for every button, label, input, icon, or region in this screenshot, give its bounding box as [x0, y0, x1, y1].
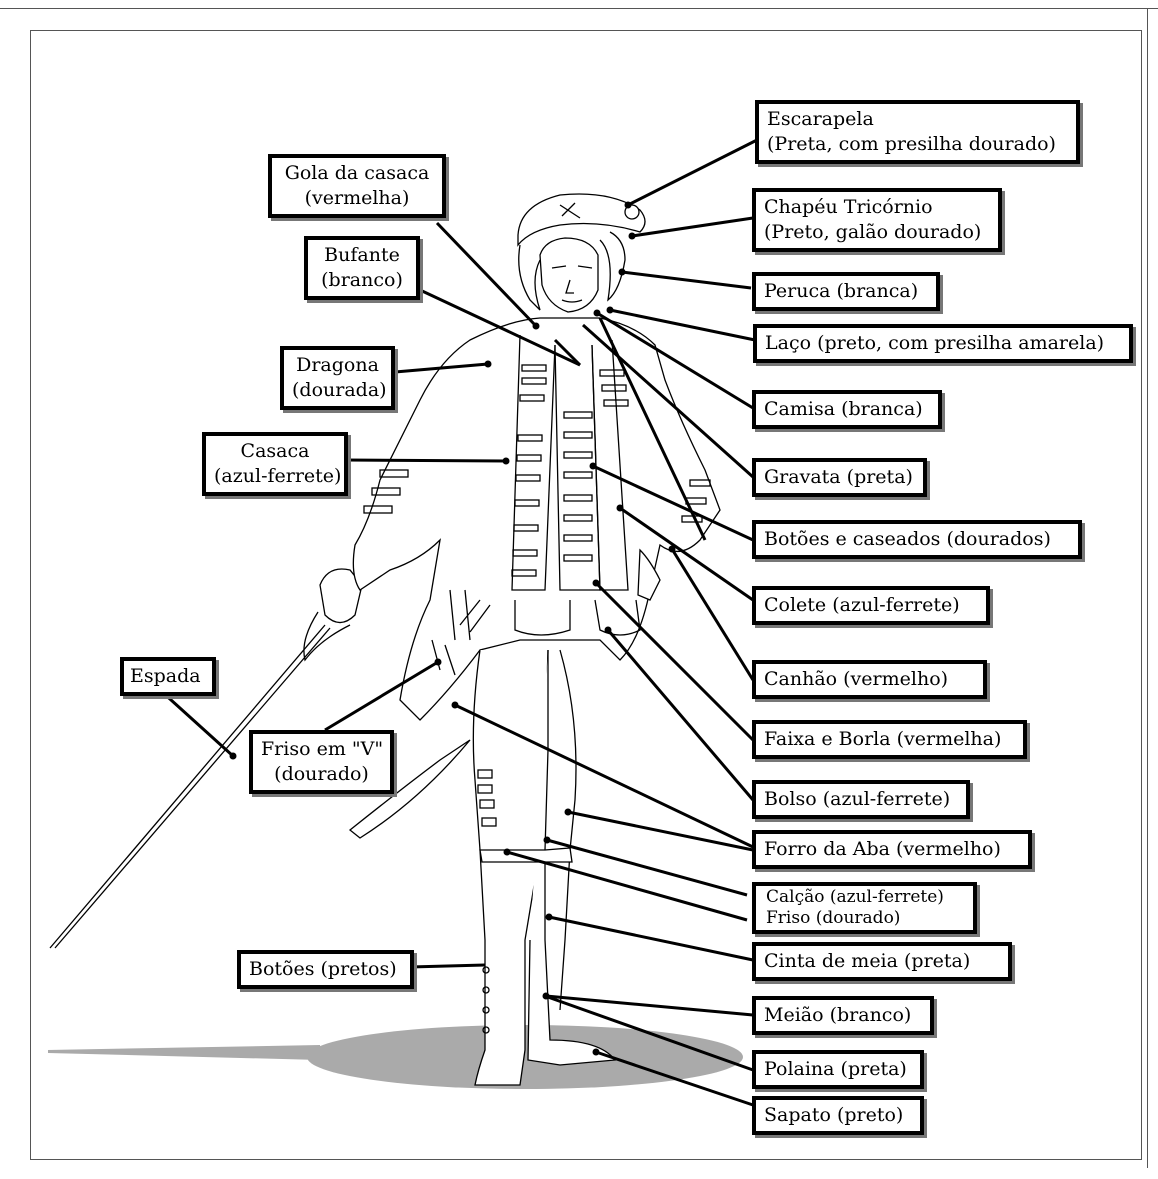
- label-dragona-line2: (dourada): [292, 379, 387, 401]
- label-friso-v-line2: (dourado): [274, 763, 369, 785]
- label-bolso-line1: Bolso (azul-ferrete): [764, 788, 951, 810]
- label-sapato: Sapato (preto): [752, 1096, 924, 1135]
- label-botoes-caseados: Botões e caseados (dourados): [752, 520, 1082, 559]
- label-calcao-friso: Calção (azul-ferrete) Friso (dourado): [752, 882, 977, 934]
- label-camisa-line1: Camisa (branca): [764, 398, 923, 420]
- label-polaina: Polaina (preta): [752, 1050, 924, 1089]
- label-escarapela-line1: Escarapela: [767, 108, 874, 130]
- label-espada: Espada: [120, 657, 216, 696]
- label-canhao-line1: Canhão (vermelho): [764, 668, 949, 690]
- label-gola-casaca: Gola da casaca (vermelha): [268, 154, 446, 218]
- label-dragona: Dragona (dourada): [280, 346, 395, 410]
- label-forro-line1: Forro da Aba (vermelho): [764, 838, 1001, 860]
- label-laco: Laço (preto, com presilha amarela): [753, 324, 1133, 363]
- label-chapeu-line1: Chapéu Tricórnio: [764, 196, 933, 218]
- frame-top-line: [0, 8, 1158, 9]
- label-botoes-pretos: Botões (pretos): [237, 950, 414, 989]
- label-dragona-line1: Dragona: [296, 354, 379, 376]
- leader-lines: [158, 138, 758, 1107]
- label-meiao-line1: Meião (branco): [764, 1004, 912, 1026]
- label-forro-aba: Forro da Aba (vermelho): [752, 830, 1032, 869]
- label-meiao: Meião (branco): [752, 996, 934, 1035]
- label-cinta-meia: Cinta de meia (preta): [752, 942, 1012, 981]
- label-peruca-line1: Peruca (branca): [764, 280, 919, 302]
- label-sapato-line1: Sapato (preto): [764, 1104, 904, 1126]
- label-bufante: Bufante (branco): [304, 236, 420, 300]
- label-gola-line2: (vermelha): [304, 187, 410, 209]
- label-casaca: Casaca (azul-ferrete): [202, 432, 348, 496]
- label-chapeu-tricornio: Chapéu Tricórnio (Preto, galão dourado): [752, 188, 1002, 252]
- label-calcao-line2: Friso (dourado): [766, 908, 901, 928]
- label-gravata: Gravata (preta): [752, 458, 927, 497]
- frame-right-line: [1147, 8, 1148, 1168]
- label-escarapela-line2: (Preta, com presilha dourado): [767, 133, 1056, 155]
- label-faixa-line1: Faixa e Borla (vermelha): [764, 728, 1002, 750]
- label-bufante-line2: (branco): [321, 269, 403, 291]
- label-chapeu-line2: (Preto, galão dourado): [764, 221, 982, 243]
- label-espada-line1: Espada: [130, 665, 201, 687]
- label-botoes-pretos-line1: Botões (pretos): [249, 958, 397, 980]
- ground-shadow: [48, 1025, 743, 1089]
- label-camisa: Camisa (branca): [752, 390, 942, 429]
- label-bolso: Bolso (azul-ferrete): [752, 780, 970, 819]
- label-botoes-caseados-line1: Botões e caseados (dourados): [764, 528, 1051, 550]
- leader-dots: [229, 201, 676, 1056]
- label-colete-line1: Colete (azul-ferrete): [764, 594, 960, 616]
- label-calcao-line1: Calção (azul-ferrete): [766, 887, 944, 907]
- label-laco-line1: Laço (preto, com presilha amarela): [765, 332, 1105, 354]
- label-colete: Colete (azul-ferrete): [752, 586, 990, 625]
- label-bufante-line1: Bufante: [324, 244, 400, 266]
- label-gravata-line1: Gravata (preta): [764, 466, 913, 488]
- lapel-buttons: [511, 364, 629, 577]
- label-escarapela: Escarapela (Preta, com presilha dourado): [755, 100, 1080, 164]
- label-peruca: Peruca (branca): [752, 272, 940, 311]
- label-friso-v-line1: Friso em "V": [261, 738, 384, 760]
- label-canhao: Canhão (vermelho): [752, 660, 987, 699]
- label-polaina-line1: Polaina (preta): [764, 1058, 907, 1080]
- label-cinta-line1: Cinta de meia (preta): [764, 950, 971, 972]
- label-casaca-line1: Casaca: [240, 440, 310, 462]
- label-casaca-line2: (azul-ferrete): [214, 465, 342, 487]
- label-friso-v: Friso em "V" (dourado): [249, 730, 394, 794]
- diagram-frame: [30, 30, 1142, 1160]
- label-gola-line1: Gola da casaca: [284, 162, 430, 184]
- label-faixa-borla: Faixa e Borla (vermelha): [752, 720, 1027, 759]
- figure-outline: [49, 193, 721, 1086]
